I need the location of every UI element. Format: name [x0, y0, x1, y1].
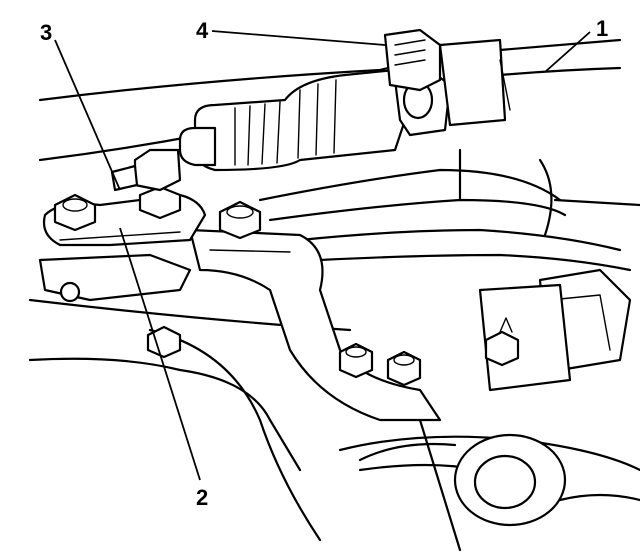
leader-1: [544, 31, 591, 73]
bolt-mid-2: [386, 350, 422, 387]
bolt-center: [218, 200, 262, 240]
leader-2: [119, 227, 201, 481]
bolts: [53, 185, 520, 387]
leader-4: [211, 30, 386, 46]
leader-lines: [54, 30, 591, 481]
bolt-pivot: [138, 185, 182, 220]
intake-runners: [258, 148, 640, 272]
callout-labels: 3 4 1 2: [40, 16, 608, 510]
bolt-lower-left: [146, 325, 182, 359]
callout-1: 1: [596, 16, 608, 41]
right-housing: [478, 268, 632, 392]
top-bracket: [383, 28, 511, 127]
callout-2: 2: [196, 485, 208, 510]
callout-3: 3: [40, 20, 52, 45]
bottom-boss: [358, 433, 567, 527]
callout-4: 4: [196, 18, 209, 43]
actuator-assembly: [110, 68, 452, 192]
bolt-mid-1: [338, 342, 374, 379]
bolt-right: [484, 317, 520, 367]
leader-3: [54, 39, 121, 191]
support-bracket: [188, 228, 442, 422]
lower-lever: [38, 253, 192, 303]
bolt-left-top: [53, 193, 97, 232]
